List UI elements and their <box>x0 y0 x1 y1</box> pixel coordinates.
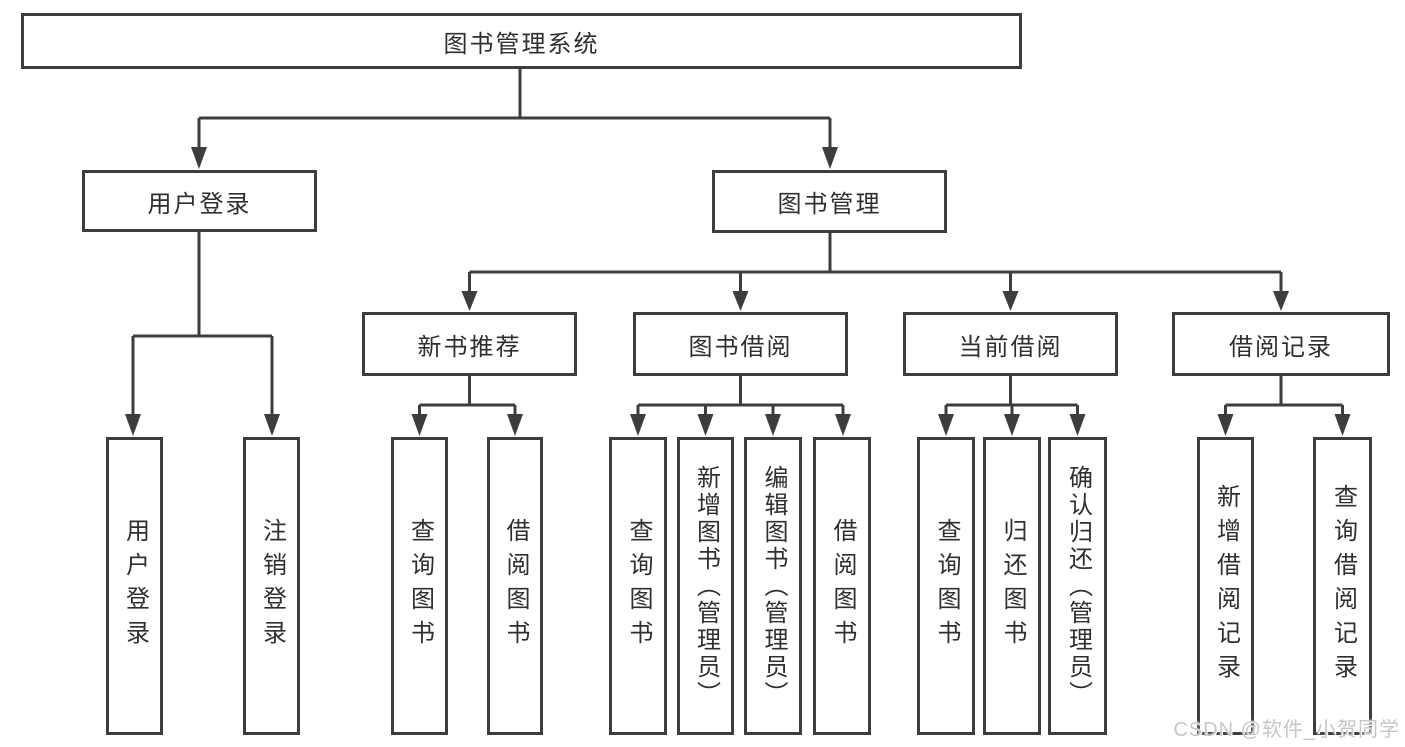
leaf-nbr-query-books: 查询图书 <box>391 437 448 735</box>
leaf-bb-query-books: 查询图书 <box>609 437 667 735</box>
node-borrow-record-label: 借阅记录 <box>1229 333 1333 361</box>
leaf-bb-add-books-admin-label: 新增图书（管理员） <box>692 464 720 708</box>
leaf-logout: 注销登录 <box>243 437 300 735</box>
node-borrow-record: 借阅记录 <box>1172 312 1390 376</box>
leaf-br-query-record: 查询借阅记录 <box>1313 437 1372 735</box>
leaf-nbr-query-books-label: 查询图书 <box>406 518 434 654</box>
leaf-cb-confirm-return-admin: 确认归还（管理员） <box>1048 437 1107 735</box>
leaf-bb-borrow-books-label: 借阅图书 <box>829 518 856 654</box>
leaf-nbr-borrow-books-label: 借阅图书 <box>502 518 529 654</box>
leaf-bb-edit-books-admin-label: 编辑图书（管理员） <box>760 464 787 708</box>
leaf-bb-query-books-label: 查询图书 <box>625 518 652 654</box>
leaf-cb-query-books: 查询图书 <box>917 437 975 735</box>
leaf-cb-confirm-return-admin-label: 确认归还（管理员） <box>1064 464 1092 708</box>
leaf-user-login-label: 用户登录 <box>121 518 149 654</box>
leaf-nbr-borrow-books: 借阅图书 <box>487 437 543 735</box>
leaf-bb-borrow-books: 借阅图书 <box>813 437 871 735</box>
leaf-bb-edit-books-admin: 编辑图书（管理员） <box>744 437 802 735</box>
arrowheads <box>125 147 1351 436</box>
leaf-user-login: 用户登录 <box>106 437 163 735</box>
node-root: 图书管理系统 <box>21 13 1022 69</box>
node-book-mgmt-branch: 图书管理 <box>712 170 947 233</box>
node-book-borrow-label: 图书借阅 <box>688 333 793 361</box>
node-user-login-branch-label: 用户登录 <box>147 190 252 218</box>
leaf-br-add-record: 新增借阅记录 <box>1197 437 1254 735</box>
node-new-book-rec-label: 新书推荐 <box>417 333 522 361</box>
leaf-br-add-record-label: 新增借阅记录 <box>1212 484 1240 688</box>
leaf-cb-return-books-label: 归还图书 <box>999 518 1026 654</box>
node-new-book-rec: 新书推荐 <box>362 312 577 376</box>
leaf-cb-return-books: 归还图书 <box>983 437 1041 735</box>
node-user-login-branch: 用户登录 <box>82 170 317 232</box>
leaf-cb-query-books-label: 查询图书 <box>933 518 960 654</box>
leaf-br-query-record-label: 查询借阅记录 <box>1329 484 1357 688</box>
leaf-logout-label: 注销登录 <box>258 518 286 654</box>
node-root-label: 图书管理系统 <box>443 30 600 58</box>
csdn-watermark: CSDN @软件_小贺同学 <box>1173 719 1400 741</box>
node-current-borrow: 当前借阅 <box>903 312 1118 376</box>
node-book-mgmt-branch-label: 图书管理 <box>777 191 882 218</box>
node-current-borrow-label: 当前借阅 <box>958 333 1063 361</box>
leaf-bb-add-books-admin: 新增图书（管理员） <box>677 437 734 735</box>
node-book-borrow: 图书借阅 <box>633 312 848 376</box>
